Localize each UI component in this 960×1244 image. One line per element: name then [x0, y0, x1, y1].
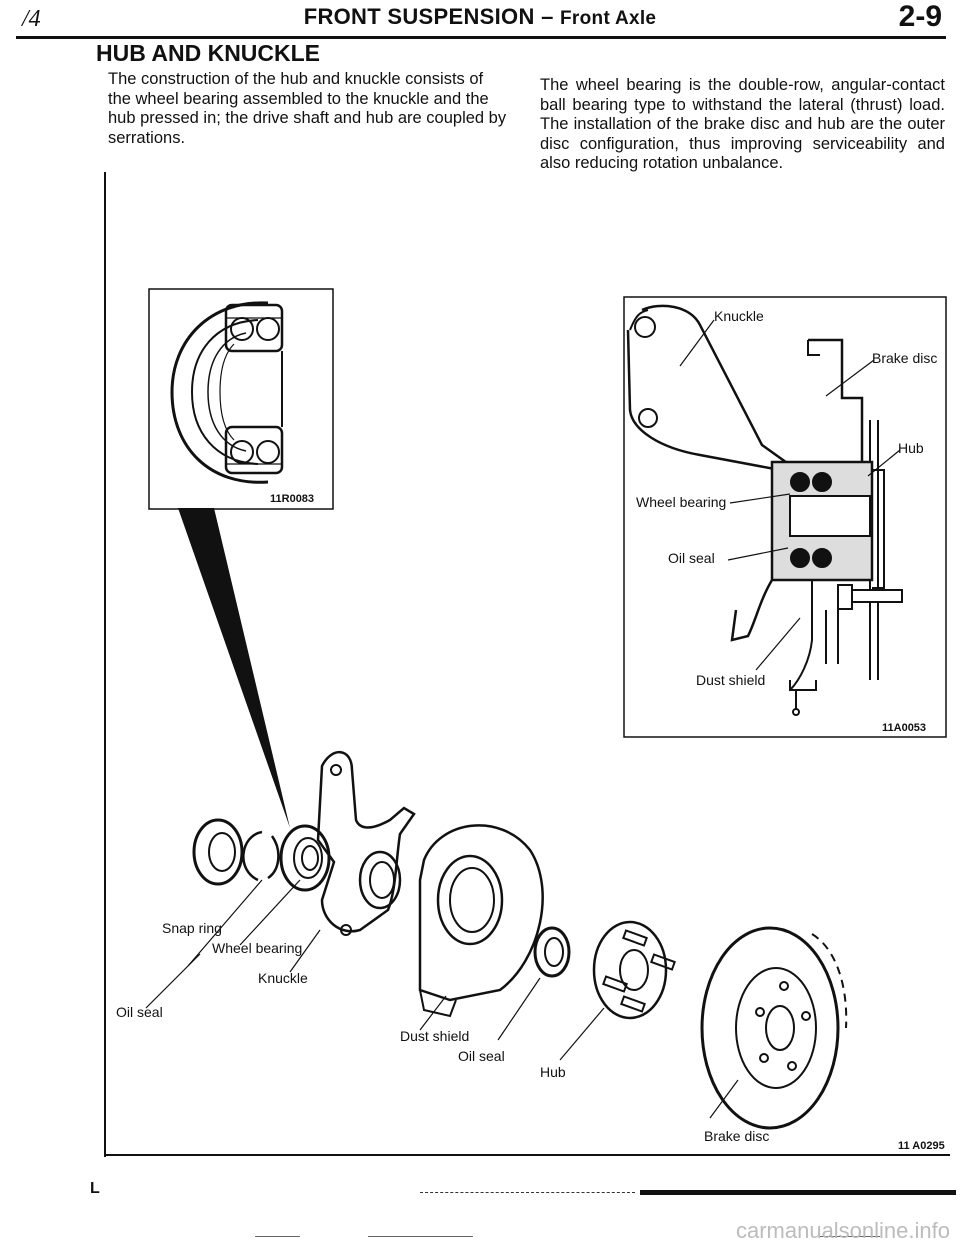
exploded-view-code: 11 A0295 [898, 1140, 945, 1152]
footer-line [368, 1236, 473, 1237]
bearing-inset-code: 11R0083 [270, 493, 315, 505]
exploded-wheel-bearing [279, 824, 331, 892]
exploded-brake-disc [700, 926, 848, 1130]
header-subtitle: Front Axle [560, 8, 657, 29]
exploded-oil-seal-right [533, 926, 571, 978]
page-corner-mark: /4 [22, 6, 41, 32]
label-exploded-oil-seal-right: Oil seal [458, 1048, 505, 1064]
inset-pointer-wedge [178, 508, 290, 828]
section-heading: HUB AND KNUCKLE [96, 40, 321, 66]
footer-line [820, 1236, 880, 1237]
knuckle-upper-hole [634, 316, 656, 338]
exploded-hub [592, 920, 676, 1020]
exploded-knuckle [316, 750, 416, 936]
label-exploded-wheel-bearing: Wheel bearing [212, 940, 303, 956]
paragraph-left: The construction of the hub and knuckle … [108, 70, 507, 147]
exploded-snap-ring [242, 830, 280, 882]
label-section-dust-shield: Dust shield [696, 672, 766, 688]
label-exploded-dust-shield: Dust shield [400, 1028, 470, 1044]
label-section-hub: Hub [898, 440, 924, 456]
label-section-knuckle: Knuckle [714, 308, 764, 324]
label-exploded-hub: Hub [540, 1064, 566, 1080]
label-section-brake-disc: Brake disc [872, 350, 938, 366]
header-title-separator: – [534, 4, 561, 29]
cross-section-figure [623, 296, 947, 738]
label-section-oil-seal: Oil seal [668, 550, 715, 566]
cross-section-code: 11A0053 [882, 722, 927, 734]
footer-bar [640, 1190, 956, 1195]
label-exploded-brake-disc: Brake disc [704, 1128, 770, 1144]
footer-tick-mark: L [90, 1180, 100, 1197]
exploded-dust-shield [418, 824, 544, 1018]
bearing-inset-figure [148, 288, 334, 510]
label-exploded-snap-ring: Snap ring [162, 920, 222, 936]
exploded-view-figure [145, 750, 848, 1130]
knuckle-lower-hole [638, 408, 658, 428]
label-section-wheel-bearing: Wheel bearing [636, 494, 727, 510]
figure-frame-left-rule [104, 172, 106, 1157]
paragraph-right: The wheel bearing is the double-row, ang… [540, 76, 945, 172]
header-title-main: FRONT SUSPENSION [303, 4, 535, 29]
figure-frame-bottom-rule [104, 1154, 950, 1156]
page-number: 2-9 [898, 0, 942, 33]
label-exploded-knuckle: Knuckle [258, 970, 308, 986]
watermark-text: carmanualsonline.info [735, 1218, 950, 1243]
page-header-title: FRONT SUSPENSION – Front Axle [200, 4, 760, 30]
label-exploded-oil-seal-left: Oil seal [116, 1004, 163, 1020]
header-rule [16, 36, 946, 39]
footer-dashed-rule [420, 1192, 635, 1193]
footer-line [255, 1236, 300, 1237]
exploded-oil-seal-left [192, 818, 244, 886]
